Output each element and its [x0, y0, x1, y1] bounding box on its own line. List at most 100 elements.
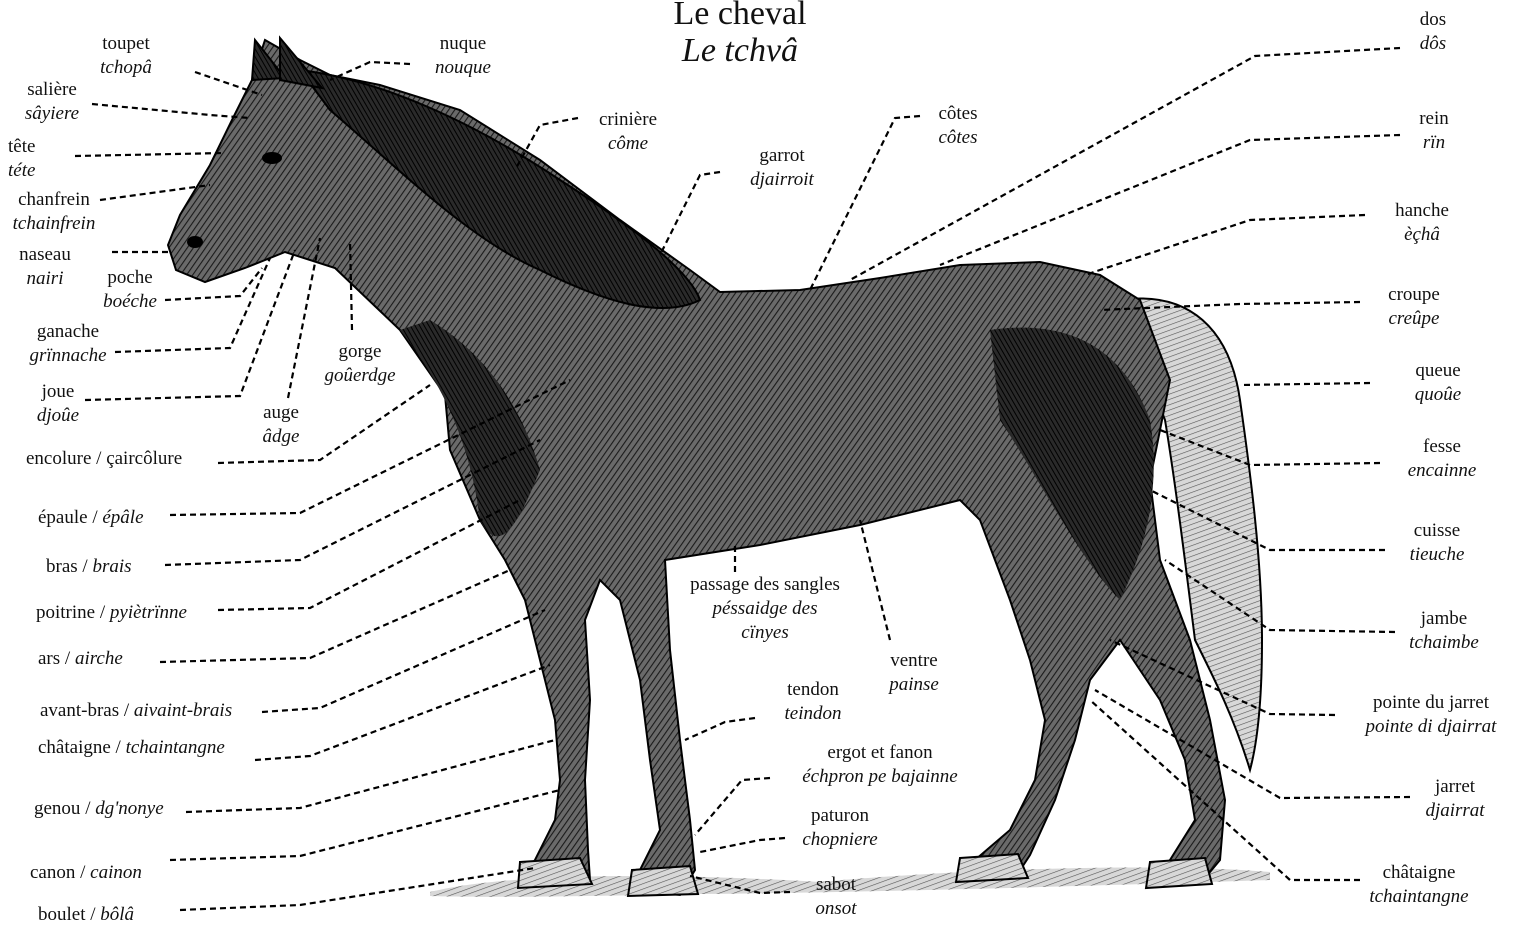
label-cotes: côtes côtes [924, 102, 992, 150]
label-rein: rein rïn [1408, 107, 1460, 155]
leader-line [1085, 215, 1365, 275]
label-local: rïn [1408, 131, 1460, 155]
label-poitrine: poitrine / pyiètrïnne [36, 601, 187, 625]
label-local: airche [75, 648, 123, 669]
label-gorge: gorge goûerdge [316, 340, 404, 388]
leader-line [660, 172, 720, 255]
label-french: nuque [420, 32, 506, 56]
label-french: pointe du jarret [1350, 691, 1512, 715]
hoof-hind-left [956, 854, 1028, 882]
label-encolure: encolure / çaircôlure [26, 447, 182, 471]
diagram-title: Le cheval Le tchvâ [620, 0, 860, 70]
label-french: côtes [924, 102, 992, 126]
label-garrot: garrot djairroit [732, 144, 832, 192]
label-local: tchopâ [88, 56, 164, 80]
horse-ear-right [280, 38, 322, 88]
leader-line [685, 718, 755, 740]
leader-line [850, 48, 1400, 280]
label-french: boulet [38, 904, 86, 925]
label-french: rein [1408, 107, 1460, 131]
label-chataigne-hind: châtaigne tchaintangne [1358, 861, 1480, 909]
label-local: boéche [96, 290, 164, 314]
label-local: djairroit [732, 168, 832, 192]
label-french: croupe [1376, 283, 1452, 307]
label-french: ergot et fanon [782, 741, 978, 765]
label-chanfrein: chanfrein tchainfrein [6, 188, 102, 236]
hoof-front-left [518, 858, 592, 888]
label-local: pointe di djairrat [1350, 715, 1512, 739]
label-local: côtes [924, 126, 992, 150]
label-naseau: naseau nairi [10, 243, 80, 291]
label-french: queue [1402, 359, 1474, 383]
label-french: bras [46, 556, 78, 577]
label-french: ventre [876, 649, 952, 673]
hoof-hind-right [1146, 858, 1212, 888]
label-sangles: passage des sangles péssaidge des cïnyes [672, 573, 858, 645]
label-boulet: boulet / bôlâ [38, 903, 134, 927]
label-local: aivaint-brais [134, 700, 232, 721]
label-local: quoûe [1402, 383, 1474, 407]
label-local: échpron pe bajainne [782, 765, 978, 789]
label-french: jarret [1414, 775, 1496, 799]
label-auge: auge âdge [254, 401, 308, 449]
horse-illustration [168, 38, 1262, 896]
label-local: cainon [90, 862, 142, 883]
label-local: tchaintangne [1358, 885, 1480, 909]
label-local: péssaidge des [672, 597, 858, 621]
label-local: nairi [10, 267, 80, 291]
label-french: ars [38, 648, 60, 669]
label-french: sabot [800, 873, 872, 897]
label-local: dg'nonye [95, 798, 163, 819]
label-tete: tête téte [8, 135, 35, 183]
label-local: onsot [800, 897, 872, 921]
label-french: fesse [1398, 435, 1486, 459]
leader-line [186, 740, 555, 812]
label-pointe-jarret: pointe du jarret pointe di djairrat [1350, 691, 1512, 739]
label-dos: dos dôs [1408, 8, 1458, 56]
label-ergot: ergot et fanon échpron pe bajainne [782, 741, 978, 789]
label-canon: canon / cainon [30, 861, 142, 885]
label-french: cuisse [1400, 519, 1474, 543]
label-local: épâle [102, 507, 143, 528]
label-local: bôlâ [100, 904, 134, 925]
label-french: poitrine [36, 602, 95, 623]
label-local: teindon [772, 702, 854, 726]
label-french: jambe [1400, 607, 1488, 631]
label-french: genou [34, 798, 80, 819]
label-local: goûerdge [316, 364, 404, 388]
horse-eye [263, 153, 281, 163]
label-cuisse: cuisse tieuche [1400, 519, 1474, 567]
title-local: Le tchvâ [620, 32, 860, 70]
label-bras: bras / brais [46, 555, 132, 579]
hoof-front-right [628, 866, 698, 896]
label-toupet: toupet tchopâ [88, 32, 164, 80]
label-joue: joue djoûe [30, 380, 86, 428]
label-french: toupet [88, 32, 164, 56]
horse-nostril [188, 237, 202, 247]
label-local: creûpe [1376, 307, 1452, 331]
label-french: crinière [586, 108, 670, 132]
label-avant-bras: avant-bras / aivaint-brais [40, 699, 232, 723]
label-french: garrot [732, 144, 832, 168]
label-french: encolure [26, 448, 91, 469]
leader-line [1090, 700, 1360, 880]
label-local: èçhâ [1384, 223, 1460, 247]
label-french: paturon [790, 804, 890, 828]
label-local: nouque [420, 56, 506, 80]
label-french: épaule [38, 507, 88, 528]
label-local: tchainfrein [6, 212, 102, 236]
label-local: téte [8, 159, 35, 183]
label-local: tieuche [1400, 543, 1474, 567]
label-french: avant-bras [40, 700, 119, 721]
title-french: Le cheval [620, 0, 860, 32]
leader-line [255, 665, 550, 760]
label-french: châtaigne [1358, 861, 1480, 885]
label-french: canon [30, 862, 75, 883]
label-local: dôs [1408, 32, 1458, 56]
label-criniere: crinière côme [586, 108, 670, 156]
label-local: çaircôlure [106, 448, 182, 469]
label-ars: ars / airche [38, 647, 123, 671]
label-local: tchaimbe [1400, 631, 1488, 655]
label-queue: queue quoûe [1402, 359, 1474, 407]
label-french: joue [30, 380, 86, 404]
